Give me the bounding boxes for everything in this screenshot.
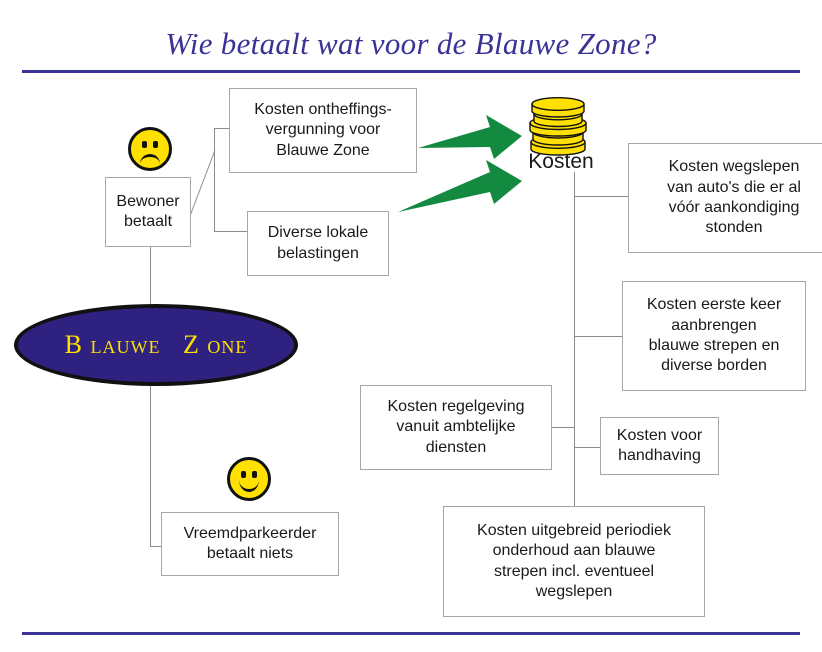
node-diverse-lokale-belastingen[interactable]: Diverse lokale belastingen [247,211,389,276]
blauwe-zone-label: B lauwe Z one [64,330,248,359]
page-title: Wie betaalt wat voor de Blauwe Zone? [165,26,657,61]
node-kosten-eerste-keer[interactable]: Kosten eerste keer aanbrengen blauwe str… [622,281,806,391]
happy-face-eye-right [252,471,257,478]
connector-kosten-to-wegslepen [574,196,629,197]
sad-face-eye-right [153,141,158,148]
node-kosten-ontheffingsvergunning[interactable]: Kosten ontheffings- vergunning voor Blau… [229,88,417,173]
connector-kosten-to-eerste-keer [574,336,623,337]
connector-bewoner-spine [214,128,215,232]
sad-face-mouth [140,154,160,164]
node-vreemdparkeerder-betaalt-niets[interactable]: Vreemdparkeerder betaalt niets [161,512,339,576]
kosten-hub-label: Kosten [528,150,594,173]
green-arrow-lower-icon [398,160,522,212]
green-arrow-upper-icon [418,115,522,159]
connector-bewoner-to-ontheffing [214,128,230,129]
connector-bewoner-diagonal [189,149,216,217]
node-kosten-regelgeving[interactable]: Kosten regelgeving vanuit ambtelijke die… [360,385,552,470]
happy-face-eye-left [241,471,246,478]
node-kosten-wegslepen[interactable]: Kosten wegslepen van auto's die er al vó… [628,143,822,253]
footer-divider-bottom [22,632,800,635]
coin-stack-icon [529,96,587,156]
connector-zone-to-vreemdparkeerder-stub [150,546,162,547]
connector-zone-to-vreemdparkeerder [150,378,151,546]
sad-face-icon [128,127,172,171]
blauwe-zone-node[interactable]: B lauwe Z one [14,304,298,386]
connector-kosten-to-regelgeving [551,427,575,428]
connector-kosten-to-handhaving [574,447,600,448]
happy-face-mouth [239,480,259,492]
happy-face-icon [227,457,271,501]
connector-kosten-trunk [574,172,575,506]
node-bewoner-betaalt[interactable]: Bewoner betaalt [105,177,191,247]
node-kosten-handhaving[interactable]: Kosten voor handhaving [600,417,719,475]
title-divider-top [22,70,800,73]
connector-bewoner-to-zone [150,247,151,313]
sad-face-eye-left [142,141,147,148]
connector-bewoner-to-belastingen [214,231,247,232]
node-kosten-onderhoud[interactable]: Kosten uitgebreid periodiek onderhoud aa… [443,506,705,617]
